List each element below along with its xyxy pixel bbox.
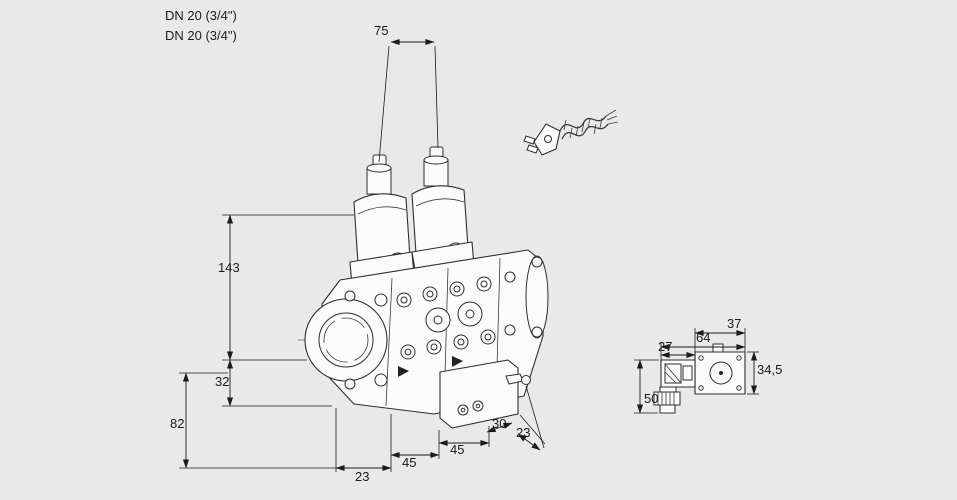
- dim-45-left-label: 45: [402, 455, 417, 470]
- cable-gland-nut: [653, 386, 681, 414]
- dim-32-label: 32: [215, 374, 230, 389]
- dim-143-label: 143: [218, 260, 240, 275]
- solenoid-side-view-drawing: [653, 343, 746, 414]
- dim-45-right-label: 45: [450, 442, 465, 457]
- flow-direction-arrow: [398, 366, 409, 377]
- flow-direction-arrow: [452, 356, 463, 367]
- dim-34-5-label: 34,5: [757, 362, 783, 377]
- dim-75-label: 75: [374, 23, 389, 38]
- dim-30-label: 30: [492, 416, 507, 431]
- dim-82-label: 82: [170, 416, 185, 431]
- left-solenoid-actuator: [349, 154, 415, 287]
- dn-label-1: DN 20 (3/4"): [165, 8, 237, 23]
- dimension-lines-main: [179, 38, 546, 472]
- dimension-lines-side-view: [634, 328, 759, 414]
- outlet-flange: [525, 255, 549, 339]
- dim-23-left-label: 23: [355, 469, 370, 484]
- double-solenoid-valve-drawing: [298, 146, 549, 429]
- dim-64-label: 64: [696, 330, 711, 345]
- right-solenoid-actuator: [411, 146, 475, 277]
- front-face-details: [344, 271, 516, 390]
- dim-23-right-label: 23: [516, 425, 531, 440]
- cable-hatching: [563, 109, 619, 139]
- dim-37-label: 37: [727, 316, 742, 331]
- dim-50-label: 50: [644, 391, 659, 406]
- dn-label-2: DN 20 (3/4"): [165, 28, 237, 43]
- inlet-flange: [304, 298, 388, 382]
- cable-plug-drawing: [523, 109, 619, 156]
- bottom-pressure-block: [439, 359, 531, 429]
- dim-27-label: 27: [658, 339, 673, 354]
